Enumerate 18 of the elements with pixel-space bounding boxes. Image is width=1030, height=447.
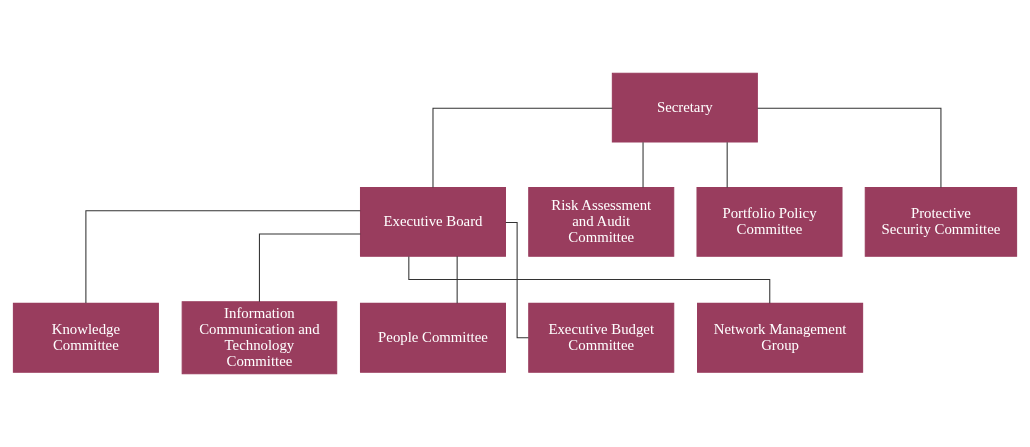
connector [408, 255, 771, 304]
connector [757, 107, 942, 188]
connector [85, 210, 361, 304]
node-box: Executive Budget Committee [528, 302, 675, 373]
node-box: Knowledge Committee [12, 302, 159, 373]
node-box: Secretary [611, 72, 758, 143]
node-box: Network Management Group [697, 302, 864, 373]
connector [432, 107, 613, 188]
node-box: Protective Security Committee [864, 187, 1018, 257]
node-box: People Committee [359, 302, 506, 373]
node-box: Portfolio Policy Committee [696, 187, 843, 257]
node-box: Risk Assessment and Audit Committee [528, 187, 675, 257]
connector [726, 141, 728, 188]
node-box: Information Communication and Technology Committee [181, 301, 338, 375]
node-box: Executive Board [359, 187, 506, 257]
connector [456, 255, 458, 304]
connector [642, 141, 644, 188]
connector [258, 233, 361, 303]
